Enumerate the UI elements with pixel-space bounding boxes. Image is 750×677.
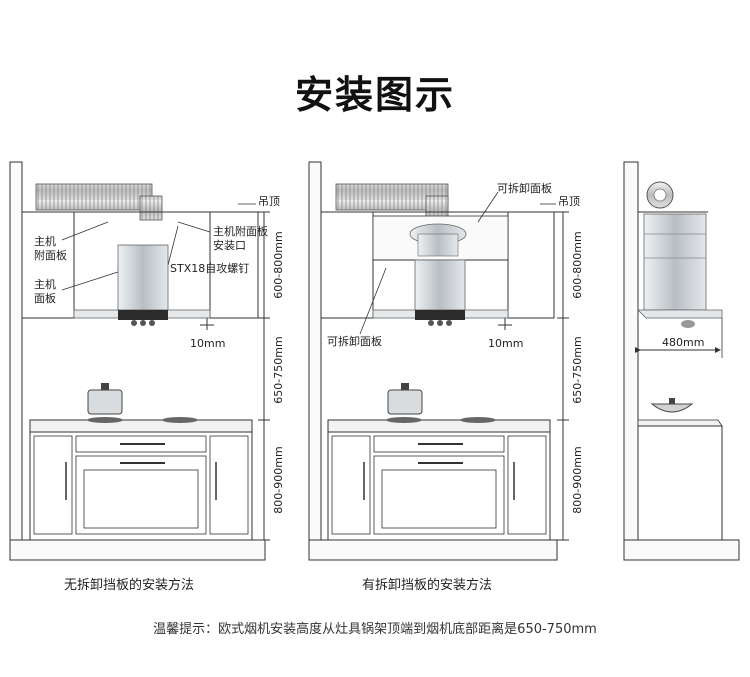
host-panel-label: 主机面板 bbox=[34, 277, 56, 305]
side-cabinet bbox=[637, 425, 723, 541]
hood-side-body bbox=[637, 309, 723, 319]
hood-chimney bbox=[414, 259, 466, 311]
left-floor bbox=[9, 539, 266, 561]
scene-middle bbox=[308, 161, 569, 561]
removable-panel-label-top: 可拆卸面板 bbox=[497, 181, 552, 195]
hood-side-chimney bbox=[643, 213, 707, 311]
caption-left: 无拆卸挡板的安装方法 bbox=[64, 578, 195, 593]
pot bbox=[87, 389, 123, 415]
label-line: 附面板 bbox=[34, 248, 67, 262]
exhaust-duct bbox=[35, 183, 153, 211]
dim-cabinet-left: 800-900mm bbox=[272, 446, 285, 513]
upper-cabinet-right bbox=[209, 211, 259, 319]
middle-floor bbox=[308, 539, 558, 561]
label-line: 面板 bbox=[34, 291, 56, 305]
gap-label-middle: 10mm bbox=[488, 337, 523, 350]
right-floor bbox=[623, 539, 740, 561]
dim-hood-to-stove-left: 650-750mm bbox=[272, 336, 285, 403]
gap-label-left: 10mm bbox=[190, 337, 225, 350]
scene-right bbox=[623, 161, 740, 561]
labels: 吊顶 吊顶 主机附面板 主机面板 主机附面板安装口 STX18自攻螺钉 10mm… bbox=[34, 181, 704, 514]
hood-chimney bbox=[117, 244, 169, 311]
pot bbox=[387, 389, 423, 415]
removable-panel-label-bottom: 可拆卸面板 bbox=[327, 334, 382, 348]
right-wall bbox=[623, 161, 639, 561]
hood-control-panel bbox=[118, 310, 168, 320]
installation-tip: 温馨提示：欧式烟机安装高度从灶具锅架顶端到烟机底部距离是650-750mm bbox=[153, 622, 597, 637]
label-line: 主机 bbox=[34, 234, 56, 248]
ceiling-label-middle: 吊顶 bbox=[558, 195, 580, 208]
left-wall bbox=[9, 161, 23, 561]
ceiling-label-left: 吊顶 bbox=[258, 195, 280, 208]
dim-hood-height-left: 600-800mm bbox=[272, 231, 285, 298]
dim-hood-to-stove-middle: 650-750mm bbox=[571, 336, 584, 403]
hood-control-panel bbox=[415, 310, 465, 320]
page-title: 安装图示 bbox=[294, 73, 455, 117]
attach-panel-mount-label: 主机附面板安装口 bbox=[213, 224, 268, 252]
width-label: 480mm bbox=[662, 336, 704, 349]
label-line: 主机 bbox=[34, 277, 56, 291]
upper-cabinet-left bbox=[320, 211, 374, 319]
dim-cabinet-middle: 800-900mm bbox=[571, 446, 584, 513]
caption-middle: 有拆卸挡板的安装方法 bbox=[362, 578, 493, 593]
middle-wall bbox=[308, 161, 322, 561]
countertop bbox=[327, 419, 551, 433]
upper-cabinet-left bbox=[21, 211, 75, 319]
host-attach-panel-label: 主机附面板 bbox=[34, 234, 67, 262]
label-line: 主机附面板 bbox=[213, 224, 268, 238]
screw-label: STX18自攻螺钉 bbox=[170, 261, 249, 275]
scene-left bbox=[9, 161, 270, 561]
dim-hood-height-middle: 600-800mm bbox=[571, 231, 584, 298]
label-line: 安装口 bbox=[213, 238, 246, 252]
upper-cabinet-right bbox=[507, 211, 555, 319]
countertop bbox=[29, 419, 253, 433]
wok bbox=[650, 403, 694, 413]
